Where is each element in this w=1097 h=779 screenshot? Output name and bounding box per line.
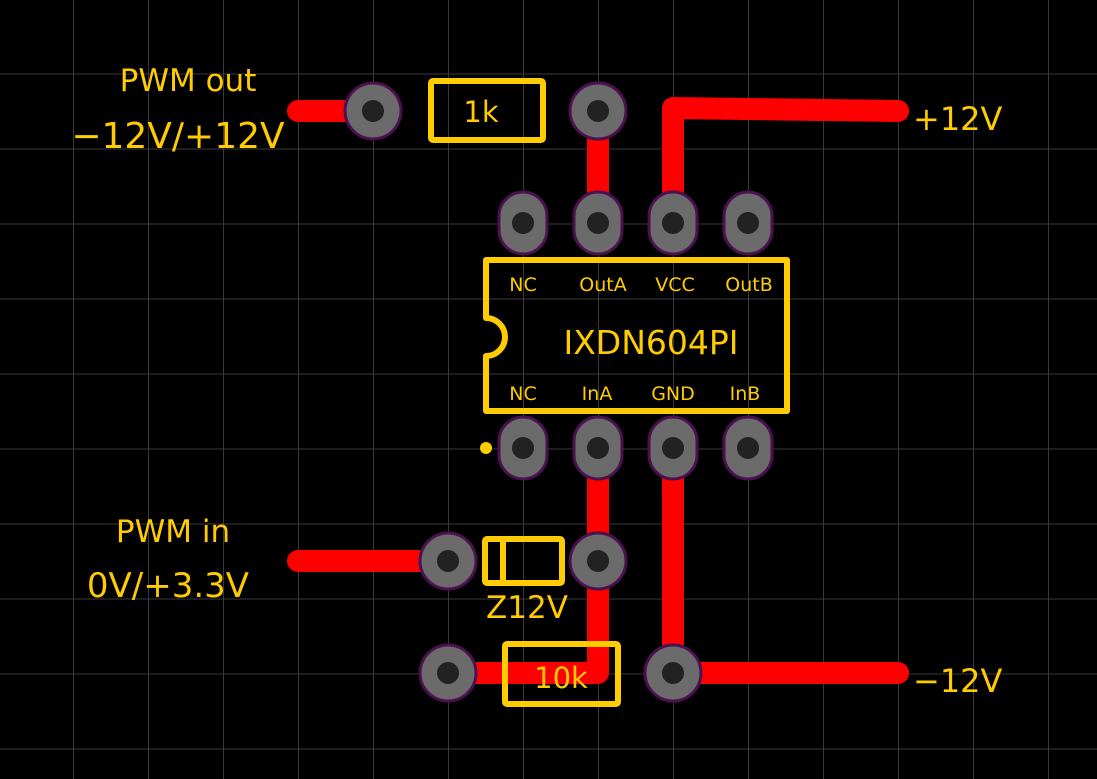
- u1-pin-label-top-2: OutA: [579, 274, 626, 296]
- trace-ina[interactable]: [437, 437, 609, 684]
- label-plus-12v: +12V: [913, 100, 1003, 138]
- d1-value: Z12V: [486, 590, 568, 626]
- pad-d1-cathode[interactable]: [568, 531, 628, 591]
- pad-r2-2[interactable]: [643, 643, 703, 703]
- pad-u1-gnd[interactable]: [647, 415, 699, 481]
- u1-outline: [483, 257, 790, 414]
- label-minus-12v: −12V: [913, 662, 1003, 700]
- r2-value: 10k: [534, 661, 588, 695]
- pad-r1-2[interactable]: [568, 81, 628, 141]
- pad-u1-ina[interactable]: [572, 415, 624, 481]
- trace-gnd-minus12v[interactable]: [662, 437, 909, 684]
- label-pwm-out-range: −12V/+12V: [71, 116, 285, 157]
- pad-r1-1[interactable]: [343, 81, 403, 141]
- pad-u1-outb[interactable]: [722, 190, 774, 256]
- pad-u1-inb[interactable]: [722, 415, 774, 481]
- pads: [343, 81, 774, 703]
- label-pwm-in-title: PWM in: [116, 514, 230, 550]
- u1-pin-label-bottom-1: NC: [509, 383, 536, 405]
- u1-pin-label-top-4: OutB: [725, 274, 772, 296]
- r1-outline: [428, 78, 546, 143]
- u1-pin-label-bottom-3: GND: [651, 383, 695, 405]
- pad-u1-vcc[interactable]: [647, 190, 699, 256]
- u1-pin-label-bottom-2: InA: [582, 383, 613, 405]
- pad-r2-1[interactable]: [418, 643, 478, 703]
- pad-u1-nc-bottom[interactable]: [497, 415, 549, 481]
- d1-outline: [482, 536, 565, 586]
- u1-pin-label-bottom-4: InB: [730, 383, 761, 405]
- u1-pin-label-top-1: NC: [509, 274, 536, 296]
- u1-part-number: IXDN604PI: [563, 323, 738, 362]
- label-pwm-out-title: PWM out: [120, 63, 257, 99]
- label-pwm-in-range: 0V/+3.3V: [87, 566, 249, 606]
- pad-d1-anode[interactable]: [418, 531, 478, 591]
- silkscreen: 1k IXDN604PI NC OutA VCC OutB NC InA GND…: [71, 63, 1003, 707]
- trace-vcc-plus12v[interactable]: [662, 97, 909, 234]
- u1-pin-label-top-3: VCC: [655, 274, 695, 296]
- r2-outline: [502, 641, 621, 707]
- pad-u1-outa[interactable]: [572, 190, 624, 256]
- r1-value: 1k: [463, 95, 498, 129]
- pad-u1-nc-top[interactable]: [497, 190, 549, 256]
- u1-pin1-marker: [480, 442, 492, 454]
